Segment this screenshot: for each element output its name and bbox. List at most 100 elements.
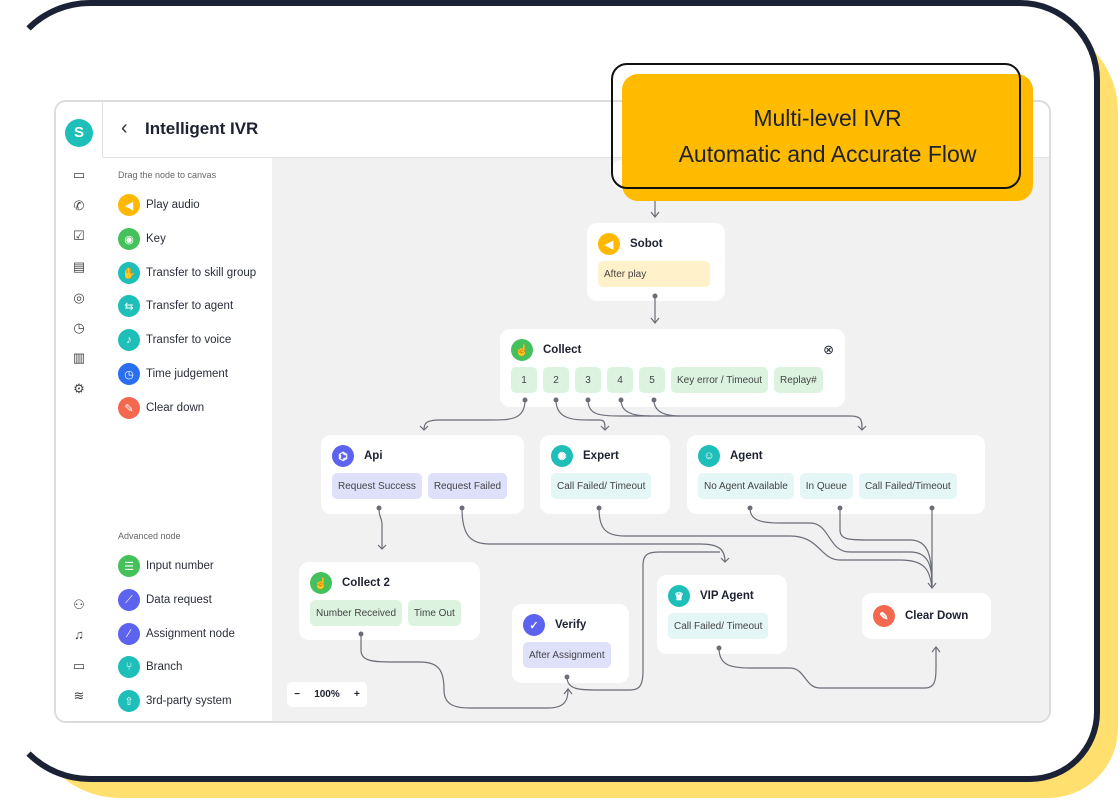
chevron-left-icon[interactable]: ‹ <box>121 117 128 139</box>
palette-item-clear-down[interactable]: ✎ Clear down <box>118 396 204 420</box>
arrows-swap-icon: ⇆ <box>118 295 140 317</box>
callout-line-1: Multi-level IVR <box>753 105 902 131</box>
node-title: Clear Down <box>905 610 969 622</box>
palette-item-assignment[interactable]: ∕ Assignment node <box>118 622 235 646</box>
zoom-in-button[interactable]: + <box>354 689 360 700</box>
verified-badge-icon: ✓ <box>523 614 545 636</box>
palette-item-key[interactable]: ◉Key <box>118 227 166 251</box>
touch-icon: ☝ <box>310 572 332 594</box>
link-node-icon: ∕ <box>118 623 140 645</box>
flow-node-vip-agent[interactable]: ♛VIP Agent Call Failed/ Timeout <box>657 575 787 654</box>
hand-group-icon: ✋ <box>118 262 140 284</box>
wifi-icon[interactable]: ≋ <box>73 688 85 703</box>
checkbox-icon[interactable]: ☑ <box>73 228 85 243</box>
zoom-control: − 100% + <box>287 682 367 707</box>
brain-icon: ✺ <box>551 445 573 467</box>
branch-icon: ⑂ <box>118 656 140 678</box>
node-title: Verify <box>555 619 587 631</box>
node-title: Collect 2 <box>342 577 390 589</box>
port-number-received[interactable]: Number Received <box>310 600 403 626</box>
zoom-out-button[interactable]: − <box>294 689 300 700</box>
user-circle-icon[interactable]: ◎ <box>73 290 85 305</box>
port-5[interactable]: 5 <box>639 367 665 393</box>
palette-item-time-judgement[interactable]: ◷Time judgement <box>118 362 228 386</box>
crown-icon: ♛ <box>668 585 690 607</box>
port-in-queue[interactable]: In Queue <box>799 473 853 499</box>
item-label: Transfer to agent <box>146 300 234 312</box>
node-title: Sobot <box>630 238 663 250</box>
palette-item-skill-group[interactable]: ✋ Transfer to skill group <box>118 261 256 285</box>
port-request-failed[interactable]: Request Failed <box>427 473 508 499</box>
item-label: Transfer to voice <box>146 334 232 346</box>
flow-node-expert[interactable]: ✺ Expert Call Failed/ Timeout <box>540 435 670 514</box>
flow-node-clear-down[interactable]: ✎ Clear Down <box>862 593 991 639</box>
port-4[interactable]: 4 <box>607 367 633 393</box>
clock-icon[interactable]: ◷ <box>73 320 85 335</box>
port-call-failed[interactable]: Call Failed/ Timeout <box>668 613 769 639</box>
port-replay[interactable]: Replay# <box>774 367 823 393</box>
user-add-icon[interactable]: ⚇ <box>73 597 85 612</box>
touch-icon: ☝ <box>511 339 533 361</box>
flow-node-collect[interactable]: ☝Collect⊗ 1 2 3 4 5 Key error / Timeout … <box>500 329 845 407</box>
node-palette: Drag the node to canvas ◀Play audio ◉Key… <box>102 158 272 721</box>
folder-icon[interactable]: ▭ <box>72 658 86 673</box>
item-label: Assignment node <box>146 628 235 640</box>
bar-chart-icon[interactable]: ▥ <box>72 350 86 365</box>
microphone-icon: ♪ <box>118 329 140 351</box>
clipboard-icon[interactable]: ▤ <box>72 259 86 274</box>
port-call-failed[interactable]: Call Failed/ Timeout <box>551 473 652 499</box>
port-2[interactable]: 2 <box>543 367 569 393</box>
broom-icon: ✎ <box>873 605 895 627</box>
message-icon[interactable]: ▭ <box>72 167 86 182</box>
upload-icon: ⇧ <box>118 690 140 712</box>
palette-item-transfer-voice[interactable]: ♪ Transfer to voice <box>118 328 231 352</box>
callout-outline <box>611 63 1021 189</box>
port-after-play[interactable]: After play <box>598 261 710 287</box>
palette-item-transfer-agent[interactable]: ⇆ Transfer to agent <box>118 294 233 318</box>
key-icon: ◉ <box>118 228 140 250</box>
palette-item-play-audio[interactable]: ◀Play audio <box>118 193 200 217</box>
item-label: Clear down <box>146 402 205 414</box>
palette-item-branch[interactable]: ⑂ Branch <box>118 655 182 679</box>
port-request-success[interactable]: Request Success <box>332 473 422 499</box>
port-1[interactable]: 1 <box>511 367 537 393</box>
palette-item-data-request[interactable]: ⟋Data request <box>118 588 212 612</box>
item-label: Branch <box>146 661 183 673</box>
zoom-level: 100% <box>314 689 340 700</box>
node-title: Api <box>364 450 383 462</box>
numbered-list-icon: ☰ <box>118 555 140 577</box>
item-label: Input number <box>146 560 214 572</box>
node-title: Agent <box>730 450 763 462</box>
palette-item-3rd-party[interactable]: ⇧3rd-party system <box>118 689 232 713</box>
port-time-out[interactable]: Time Out <box>408 600 461 626</box>
node-title: Expert <box>583 450 619 462</box>
webhook-icon: ⌬ <box>332 445 354 467</box>
phone-icon[interactable]: ✆ <box>73 198 85 213</box>
port-key-error[interactable]: Key error / Timeout <box>671 367 769 393</box>
header: ‹ Intelligent IVR <box>102 102 1049 158</box>
speaker-icon: ◀ <box>598 233 620 255</box>
broom-icon: ✎ <box>118 397 140 419</box>
section-heading: Drag the node to canvas <box>118 170 217 180</box>
callout-box <box>622 74 1033 201</box>
flow-node-verify[interactable]: ✓ Verify After Assignment <box>512 604 629 683</box>
port-after-assignment[interactable]: After Assignment <box>523 642 611 668</box>
item-label: Transfer to skill group <box>146 267 257 279</box>
flow-node-sobot[interactable]: ◀ Sobot After play <box>587 223 725 301</box>
page-title: Intelligent IVR <box>145 119 259 138</box>
close-icon[interactable]: ⊗ <box>823 342 834 357</box>
bell-icon[interactable]: ♫ <box>74 627 84 642</box>
clock-icon: ◷ <box>118 363 140 385</box>
port-3[interactable]: 3 <box>575 367 601 393</box>
item-label: Play audio <box>146 199 200 211</box>
logo[interactable]: S <box>65 119 93 147</box>
callout-line-2: Automatic and Accurate Flow <box>678 141 977 167</box>
node-title: Collect <box>543 344 582 356</box>
port-call-failed[interactable]: Call Failed/Timeout <box>858 473 957 499</box>
palette-item-input-number[interactable]: ☰ Input number <box>118 554 214 578</box>
port-no-agent[interactable]: No Agent Available <box>698 473 794 499</box>
gear-icon[interactable]: ⚙ <box>73 381 85 396</box>
